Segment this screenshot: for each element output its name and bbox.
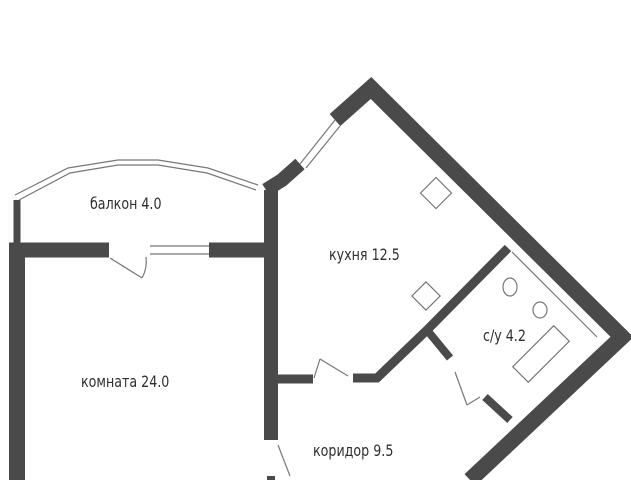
room-label-room: комната 24.0 — [81, 372, 170, 391]
wall-bath-corridor-b — [482, 394, 513, 423]
washbasin-icon — [532, 301, 548, 319]
bath-inner-line — [511, 251, 598, 338]
room-label-balcony: балкон 4.0 — [90, 194, 162, 213]
wall-bath-corridor-a — [423, 327, 454, 361]
room-label-corridor: коридор 9.5 — [313, 441, 394, 460]
door-kitchen — [319, 358, 349, 377]
kitchen-window — [299, 119, 336, 165]
balcony-window — [14, 159, 259, 196]
stove-icon — [419, 176, 453, 210]
wall-kitchen-bath — [353, 244, 512, 383]
toilet-icon — [502, 277, 518, 297]
bathtub-icon — [511, 324, 571, 384]
door-balcony — [109, 257, 143, 279]
kitchen-sink-icon — [411, 281, 441, 311]
room-label-bathroom: с/у 4.2 — [483, 326, 526, 345]
wall-kitchen-outer-top — [329, 77, 631, 480]
door-bathroom — [454, 371, 468, 406]
wall-kitchen-outer-upper — [262, 158, 305, 196]
room-label-kitchen: кухня 12.5 — [329, 245, 400, 264]
door-room — [277, 444, 291, 477]
